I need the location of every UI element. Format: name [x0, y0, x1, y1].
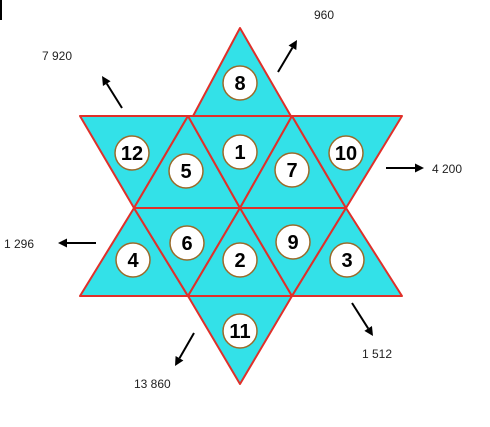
product-label-right: 4 200 [432, 162, 462, 176]
cell-number-row2-right-tip: 3 [341, 250, 352, 272]
product-label-top-right: 960 [314, 8, 334, 22]
number-circle-row1-left-inv [168, 153, 204, 189]
cell-number-row1-right-inv: 7 [286, 160, 297, 182]
cell-number-top: 8 [234, 73, 245, 95]
arrowhead-top-right [288, 40, 297, 51]
arrowhead-left [58, 238, 67, 248]
number-circle-row2-left-up [169, 225, 205, 261]
cell-number-row2-right-up: 9 [287, 232, 298, 254]
cell-number-bottom: 11 [229, 321, 250, 343]
cell-number-row2-center-inv: 2 [234, 250, 245, 272]
arrow-bottom-right [351, 302, 370, 329]
number-circle-row2-right-tip [329, 242, 365, 278]
cell-number-row2-left-up: 6 [181, 233, 192, 255]
arrowhead-bottom-right [364, 325, 373, 336]
product-label-left: 1 296 [4, 237, 34, 251]
number-circle-row1-left-tip [114, 135, 150, 171]
number-circle-row1-center [222, 134, 258, 170]
product-label-top-left: 7 920 [42, 49, 72, 63]
arrowhead-right [415, 163, 424, 173]
cell-number-row1-left-tip: 12 [121, 143, 143, 165]
arrow-top-left [105, 83, 123, 109]
number-circle-row2-center-inv [222, 242, 258, 278]
number-circle-top [222, 65, 258, 101]
cell-number-row1-right-tip: 10 [335, 143, 357, 165]
arrow-bottom-left [178, 332, 195, 359]
number-circle-bottom [222, 313, 258, 349]
number-circle-row2-left-tip [115, 242, 151, 278]
arrowhead-bottom-left [175, 355, 184, 366]
left-edge-mark [0, 0, 2, 20]
product-label-bottom-right: 1 512 [362, 347, 392, 361]
cell-labels: 8 12 5 1 7 10 4 6 2 9 3 11 [114, 65, 365, 349]
product-arrows [58, 40, 424, 366]
product-label-bottom-left: 13 860 [134, 377, 171, 391]
arrowhead-top-left [102, 76, 111, 87]
cell-number-row1-left-inv: 5 [180, 161, 191, 183]
cell-number-row1-center: 1 [234, 142, 245, 164]
number-circle-row1-right-inv [274, 152, 310, 188]
arrow-top-right [277, 47, 294, 73]
number-circle-row2-right-up [275, 224, 311, 260]
number-circle-row1-right-tip [328, 135, 364, 171]
cell-number-row2-left-tip: 4 [127, 250, 139, 272]
